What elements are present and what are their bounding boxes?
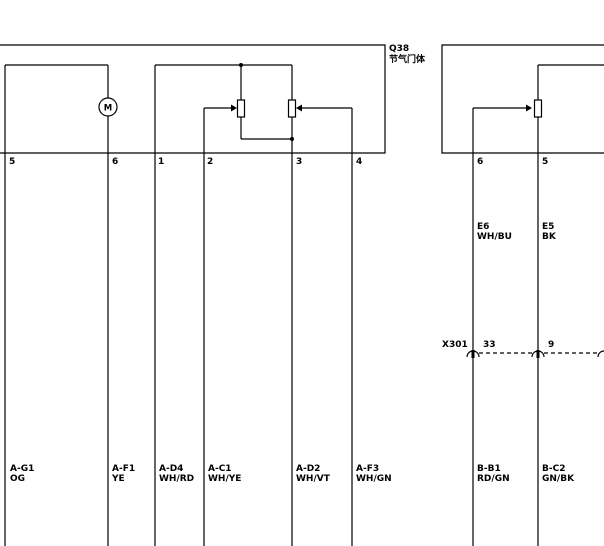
wire-color-b-c2: GN/BK xyxy=(542,474,575,484)
wire-color-a-c1: WH/YE xyxy=(208,474,241,484)
right-pin-label-5: 5 xyxy=(542,157,548,167)
motor-symbol: M xyxy=(104,104,112,114)
pin-label-3: 3 xyxy=(296,157,302,167)
wire-code-b-c2: B-C2 xyxy=(542,464,565,474)
wire-code-b-b1: B-B1 xyxy=(477,464,501,474)
right-wire-color-2: BK xyxy=(542,232,557,242)
component-box-right xyxy=(441,44,604,154)
wire-code-a-g1: A-G1 xyxy=(10,464,34,474)
connector-pin-label-9: 9 xyxy=(548,340,554,350)
pin-label-6: 6 xyxy=(112,157,118,167)
connector-pin-9-icon xyxy=(536,350,540,358)
wire-code-a-f1: A-F1 xyxy=(112,464,135,474)
wiper-3-arrow-icon xyxy=(526,104,532,112)
connector-pin-33-icon xyxy=(471,350,475,358)
junction-dot-bottom xyxy=(290,137,294,141)
wire-color-a-d4: WH/RD xyxy=(159,474,194,484)
wire-color-a-f3: WH/GN xyxy=(356,474,392,484)
connector-id-label: X301 xyxy=(442,340,468,350)
wire-color-a-d2: WH/VT xyxy=(296,474,331,484)
potentiometer-3-icon xyxy=(533,99,543,118)
component-box-q38 xyxy=(0,44,386,154)
wire-color-b-b1: RD/GN xyxy=(477,474,510,484)
right-pin-label-6: 6 xyxy=(477,157,483,167)
motor-icon xyxy=(98,97,118,117)
wiper-2-arrow-icon xyxy=(296,104,302,112)
wire-code-a-d4: A-D4 xyxy=(159,464,183,474)
right-wire-color-1: WH/BU xyxy=(477,232,512,242)
wiper-1-arrow-icon xyxy=(231,104,237,112)
wire-code-a-c1: A-C1 xyxy=(208,464,232,474)
right-wire-code-1: E6 xyxy=(477,222,489,232)
pin-label-4: 4 xyxy=(356,157,362,167)
wire-color-a-g1: OG xyxy=(10,474,25,484)
component-name-label: 节气门体 xyxy=(389,53,426,65)
pin-label-1: 1 xyxy=(158,157,164,167)
potentiometer-2-icon xyxy=(287,99,297,118)
connector-pin-label-33: 33 xyxy=(483,340,496,350)
pin-label-2: 2 xyxy=(207,157,213,167)
wire-code-a-d2: A-D2 xyxy=(296,464,320,474)
component-id-label: Q38 xyxy=(389,44,409,54)
connector-terminal-partial xyxy=(597,350,604,358)
potentiometer-1-icon xyxy=(236,99,246,118)
wire-color-a-f1: YE xyxy=(111,474,125,484)
wire-code-a-f3: A-F3 xyxy=(356,464,379,474)
pin-label-5: 5 xyxy=(9,157,15,167)
right-wire-code-2: E5 xyxy=(542,222,554,232)
